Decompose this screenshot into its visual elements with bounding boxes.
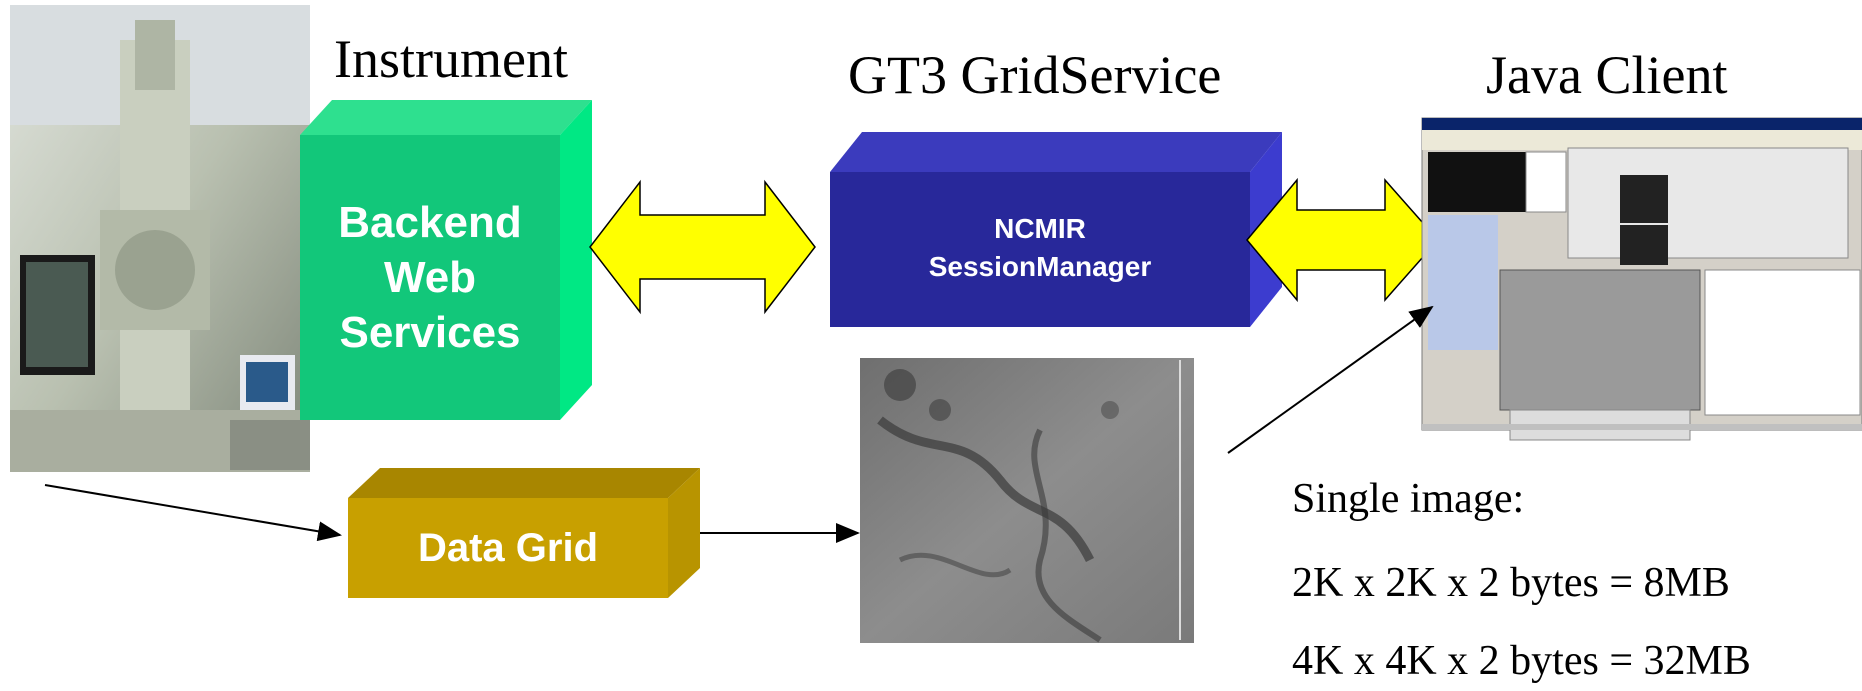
- backend-label-line-3: Services: [339, 308, 521, 357]
- data-grid-label: Data Grid: [417, 526, 599, 570]
- em-image: [860, 358, 1194, 643]
- backend-box-label: Backend Web Services: [300, 195, 560, 360]
- session-manager-box: [830, 132, 1282, 327]
- size-2k-note: 2K x 2K x 2 bytes = 8MB: [1292, 560, 1730, 606]
- microscope-photo: [10, 5, 310, 472]
- backend-box: [300, 100, 592, 420]
- gridservice-label: GT3 GridService: [848, 45, 1222, 105]
- session-label-line-1: NCMIR: [994, 213, 1086, 244]
- size-4k-note: 4K x 4K x 2 bytes = 32MB: [1292, 638, 1751, 684]
- session-label-line-2: SessionManager: [928, 251, 1152, 282]
- backend-label-line-2: Web: [383, 253, 477, 302]
- arrow-microscope-to-datagrid: [44, 484, 342, 542]
- double-arrow-left: [589, 179, 816, 315]
- single-image-note: Single image:: [1292, 476, 1525, 522]
- arrow-image-to-client: [1227, 305, 1434, 454]
- java-client-screenshot: [1421, 117, 1862, 441]
- instrument-label: Instrument: [334, 29, 568, 89]
- java-client-label: Java Client: [1486, 45, 1728, 105]
- backend-label-line-1: Backend: [338, 198, 522, 247]
- session-manager-label: NCMIR SessionManager: [830, 210, 1250, 286]
- data-grid-box: [348, 468, 700, 598]
